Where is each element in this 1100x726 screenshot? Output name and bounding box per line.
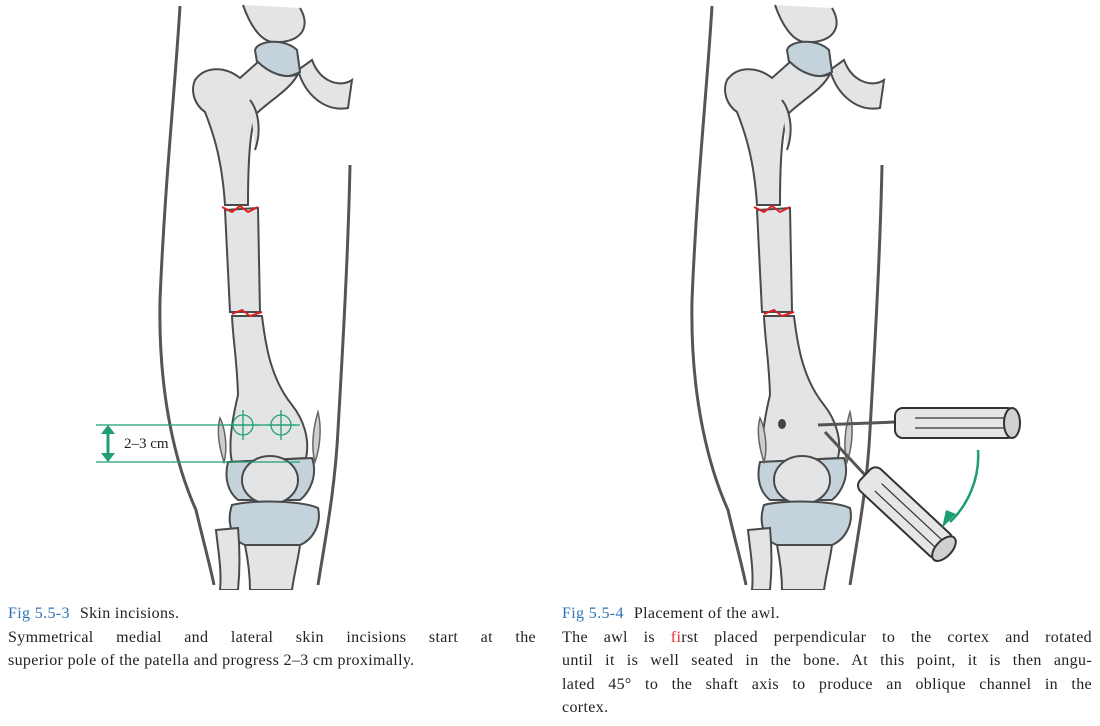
entry-point-hole xyxy=(778,419,786,429)
femur-illustration-right xyxy=(690,4,1021,590)
caption-body-line-1: Symmetrical medial and lateral skin inci… xyxy=(8,628,536,646)
awl-angled xyxy=(823,430,957,562)
thigh-outline-lateral xyxy=(316,164,352,586)
measure-label: 2–3 cm xyxy=(124,436,169,452)
femur-distal xyxy=(229,315,309,464)
thigh-outline-medial xyxy=(690,5,748,586)
figure-title: Skin incisions. xyxy=(79,605,180,622)
lesser-trochanter xyxy=(249,99,260,151)
figure-title: Placement of the awl. xyxy=(633,605,780,622)
pelvis-bone-lower xyxy=(296,58,354,110)
femur-proximal xyxy=(192,60,301,206)
tibia-shaft xyxy=(243,544,302,590)
rotation-arrow xyxy=(949,449,980,523)
femur-distal xyxy=(761,315,841,464)
fibula xyxy=(214,526,241,590)
retractor-blade-medial xyxy=(757,415,767,465)
caption-body-line-2: superior pole of the patella and progres… xyxy=(8,652,415,669)
fracture-line-lower xyxy=(763,308,795,318)
caption-body-line-1: The awl is first placed perpendicular to… xyxy=(562,626,1092,650)
thigh-outline-medial xyxy=(158,5,216,586)
femur-middle-segment xyxy=(223,206,262,313)
patella xyxy=(773,455,831,505)
pelvis-bone-lower xyxy=(828,58,886,110)
pelvis-bone xyxy=(774,4,838,44)
tibia-plateau xyxy=(228,500,320,546)
rotation-arrowhead xyxy=(942,510,956,528)
measure-arrowhead-down xyxy=(101,453,115,462)
tibia-plateau xyxy=(760,500,852,546)
figure-awl-placement xyxy=(550,0,1100,590)
caption-fig-5-5-4: Fig 5.5-4 Placement of the awl. The awl i… xyxy=(562,602,1092,720)
thigh-outline-lateral xyxy=(848,164,884,586)
fracture-line-upper xyxy=(221,204,259,214)
lesser-trochanter xyxy=(781,99,792,151)
tibia-shaft xyxy=(775,544,834,590)
figure-number: Fig 5.5-4 xyxy=(562,605,624,622)
pelvis-bone xyxy=(242,4,306,44)
fibula xyxy=(746,526,773,590)
measure-arrowhead-up xyxy=(101,425,115,434)
figure-skin-incisions: 2–3 cm xyxy=(0,0,550,590)
caption-body-line-1-pre: The awl is xyxy=(562,628,671,646)
femur-proximal xyxy=(724,60,833,206)
fracture-line-upper xyxy=(753,204,791,214)
femur-middle-segment xyxy=(755,206,794,313)
figure-number: Fig 5.5-3 xyxy=(8,605,70,622)
retractor-blade-lateral xyxy=(312,409,321,465)
caption-body-line-3: lated 45° to the shaft axis to produce a… xyxy=(562,675,1092,693)
caption-fig-5-5-3: Fig 5.5-3 Skin incisions. Symmetrical med… xyxy=(8,602,536,673)
awl-perpendicular xyxy=(817,407,1021,439)
femur-illustration-left: 2–3 cm xyxy=(96,4,354,590)
caption-body-line-1-post: rst placed perpendicular to the cortex a… xyxy=(681,628,1092,646)
fracture-line-lower xyxy=(231,308,263,318)
caption-body-line-4: cortex. xyxy=(562,699,609,716)
caption-body-line-1-highlight: fi xyxy=(670,628,682,646)
caption-body-line-2: until it is well seated in the bone. At … xyxy=(562,652,1092,669)
patella xyxy=(241,455,299,505)
